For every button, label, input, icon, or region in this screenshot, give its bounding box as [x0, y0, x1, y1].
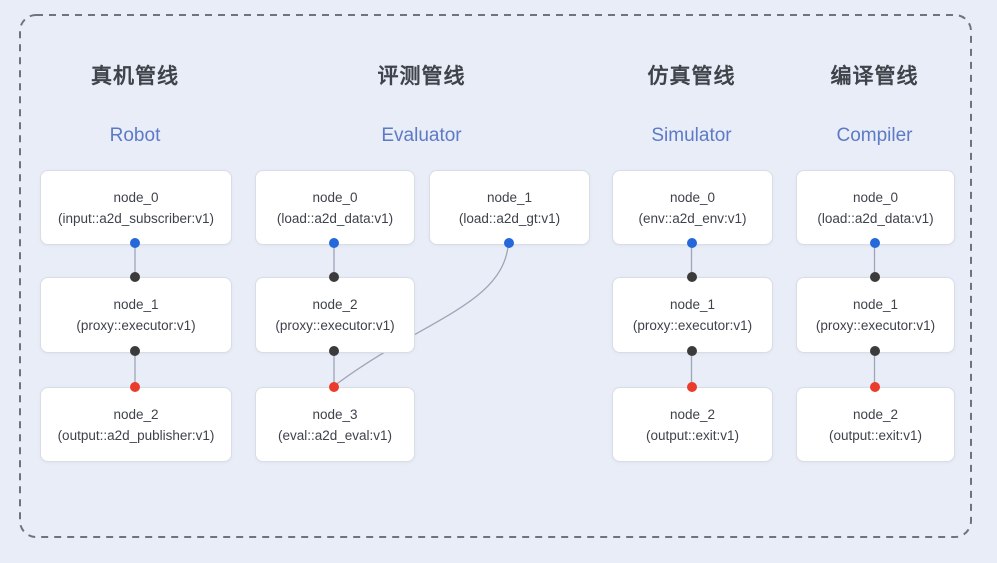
node-type: (proxy::executor:v1) — [76, 318, 196, 333]
port-input-red-icon — [329, 382, 339, 392]
node-evaluator-0: node_0 (load::a2d_data:v1) — [255, 170, 415, 245]
pipeline-title-zh-robot: 真机管线 — [91, 65, 179, 88]
pipeline-title-en-evaluator: Evaluator — [381, 125, 462, 146]
node-type: (output::a2d_publisher:v1) — [57, 427, 215, 443]
port-input-red-icon — [869, 382, 880, 392]
node-name: node_1 — [852, 297, 899, 312]
node-type: (load::a2d_data:v1) — [817, 210, 934, 226]
node-robot-1: node_1 (proxy::executor:v1) — [40, 277, 232, 353]
port-input-red-icon — [130, 382, 140, 392]
node-type: (proxy::executor:v1) — [815, 318, 936, 333]
port-input-red-icon — [686, 382, 697, 392]
node-name: node_2 — [312, 297, 358, 312]
pipeline-title-en-compiler: Compiler — [836, 125, 913, 146]
node-type: (eval::a2d_eval:v1) — [277, 427, 393, 443]
dashed-frame — [19, 14, 972, 538]
node-type: (proxy::executor:v1) — [632, 318, 753, 333]
node-evaluator-2: node_2 (proxy::executor:v1) — [255, 277, 415, 353]
node-type: (proxy::executor:v1) — [275, 318, 395, 333]
node-compiler-2: node_2 (output::exit:v1) — [796, 387, 955, 462]
node-simulator-2: node_2 (output::exit:v1) — [612, 387, 773, 462]
node-compiler-1: node_1 (proxy::executor:v1) — [796, 277, 955, 353]
port-output-dark-icon — [329, 346, 339, 356]
port-input-dark-icon — [329, 272, 339, 282]
pipeline-title-zh-compiler: 编译管线 — [830, 65, 919, 88]
node-evaluator-1: node_1 (load::a2d_gt:v1) — [429, 170, 590, 245]
port-output-blue-icon — [130, 238, 140, 248]
pipeline-title-en-simulator: Simulator — [651, 125, 732, 146]
port-input-dark-icon — [686, 272, 697, 282]
port-output-dark-icon — [869, 346, 880, 356]
node-name: node_3 — [312, 406, 358, 422]
node-robot-0: node_0 (input::a2d_subscriber:v1) — [40, 170, 232, 245]
node-name: node_0 — [312, 189, 358, 205]
node-simulator-0: node_0 (env::a2d_env:v1) — [612, 170, 773, 245]
node-type: (load::a2d_gt:v1) — [458, 210, 561, 226]
node-type: (input::a2d_subscriber:v1) — [57, 210, 215, 226]
node-name: node_1 — [486, 189, 533, 205]
node-simulator-1: node_1 (proxy::executor:v1) — [612, 277, 773, 353]
node-name: node_2 — [669, 406, 716, 422]
node-name: node_2 — [852, 406, 899, 422]
edge-evaluator-1-3-curve — [333, 242, 510, 387]
port-output-dark-icon — [130, 346, 140, 356]
node-type: (load::a2d_data:v1) — [276, 210, 394, 226]
node-type: (output::exit:v1) — [828, 427, 923, 443]
port-output-dark-icon — [686, 346, 697, 356]
port-output-blue-icon — [329, 238, 339, 248]
port-input-dark-icon — [869, 272, 880, 282]
node-name: node_0 — [113, 189, 159, 205]
port-output-blue-icon — [503, 238, 514, 248]
port-input-dark-icon — [130, 272, 140, 282]
port-output-blue-icon — [686, 238, 697, 248]
node-name: node_0 — [669, 189, 716, 205]
pipeline-title-zh-evaluator: 评测管线 — [377, 65, 466, 88]
node-compiler-0: node_0 (load::a2d_data:v1) — [796, 170, 955, 245]
node-robot-2: node_2 (output::a2d_publisher:v1) — [40, 387, 232, 462]
port-output-blue-icon — [869, 238, 880, 248]
pipeline-title-en-robot: Robot — [109, 125, 161, 146]
pipeline-title-zh-simulator: 仿真管线 — [647, 65, 736, 88]
node-name: node_0 — [852, 189, 899, 205]
node-name: node_1 — [113, 297, 159, 312]
node-evaluator-3: node_3 (eval::a2d_eval:v1) — [255, 387, 415, 462]
node-name: node_2 — [113, 406, 159, 422]
node-name: node_1 — [669, 297, 716, 312]
node-type: (env::a2d_env:v1) — [638, 210, 747, 226]
node-type: (output::exit:v1) — [645, 427, 740, 443]
